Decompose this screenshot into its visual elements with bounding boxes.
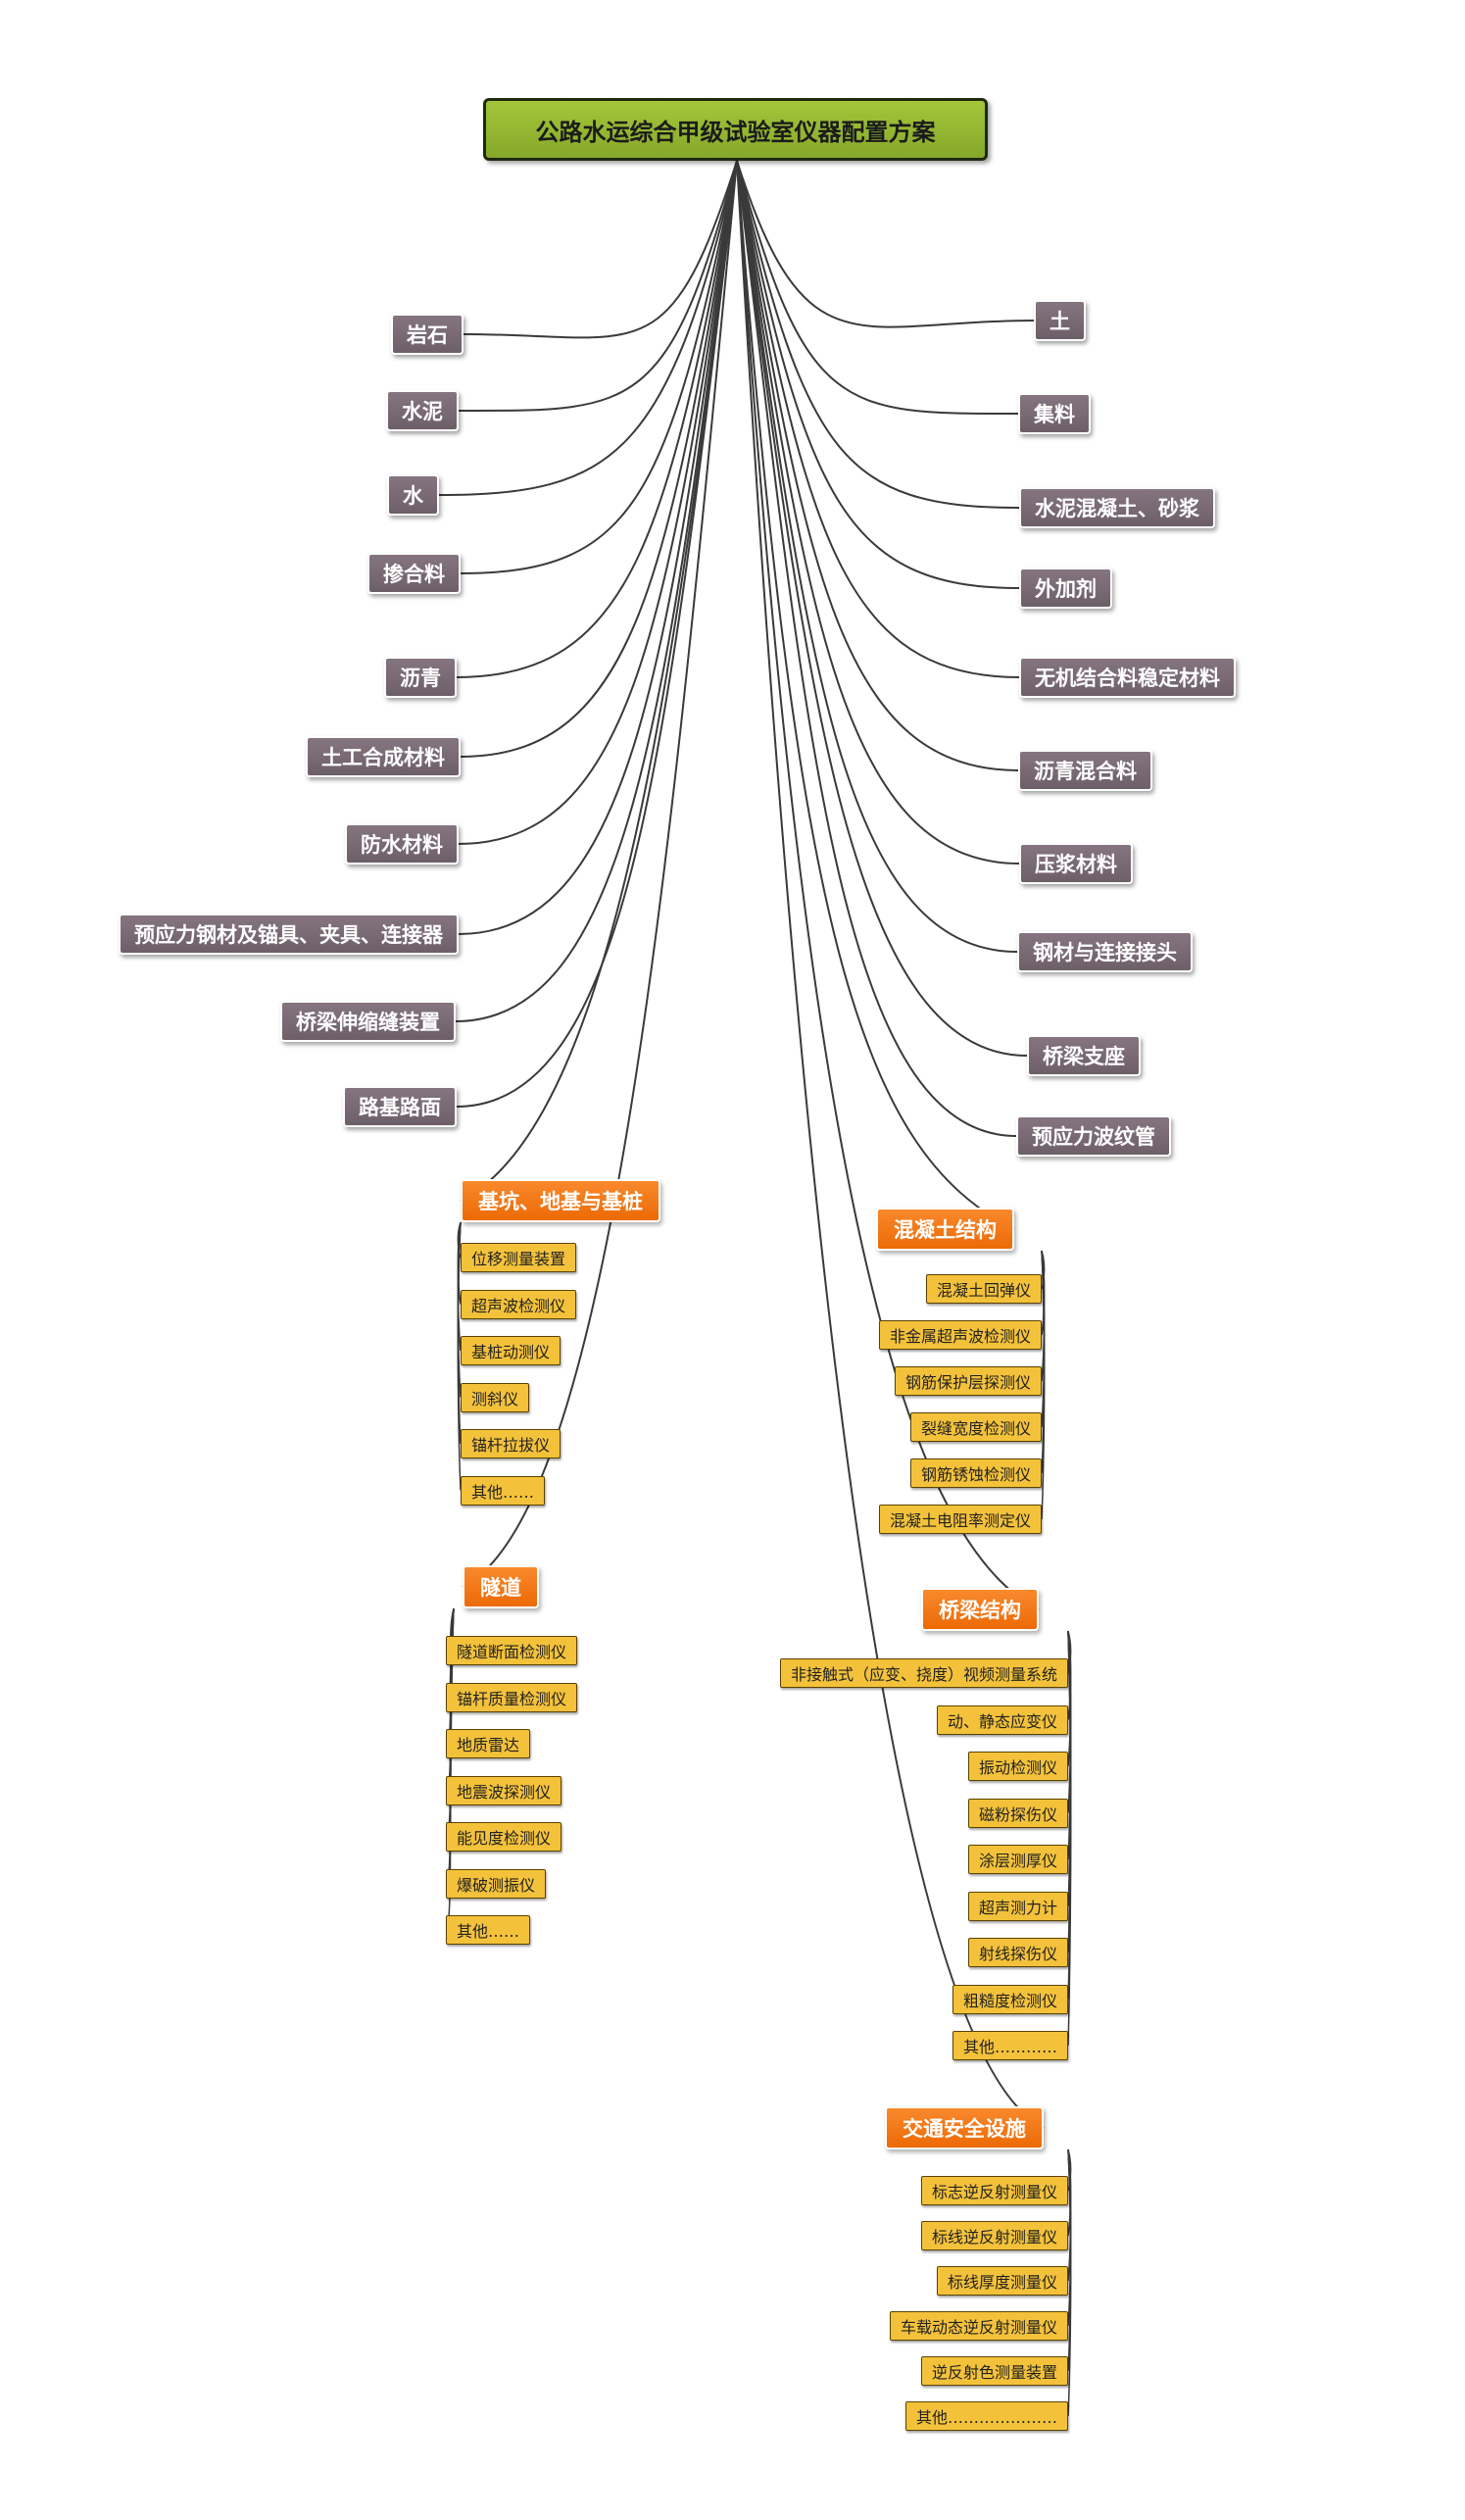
link-right-5 — [736, 160, 1020, 678]
leaf-concrete-5[interactable]: 钢筋锈蚀检测仪 — [909, 1458, 1042, 1488]
leaf-tunnel-3[interactable]: 地质雷达 — [446, 1729, 531, 1758]
leaf-bridge-9[interactable]: 其他………… — [952, 2031, 1068, 2060]
link-left-6 — [460, 160, 738, 758]
leaf-traffic-1[interactable]: 标志逆反射测量仪 — [920, 2176, 1068, 2205]
link-leaf-traffic-6 — [1067, 2149, 1072, 2417]
leaf-bridge-4[interactable]: 磁粉探伤仪 — [967, 1798, 1068, 1828]
leaf-bridge-1[interactable]: 非接触式（应变、挠度）视频测量系统 — [779, 1658, 1068, 1688]
leaf-traffic-4[interactable]: 车载动态逆反射测量仪 — [889, 2311, 1068, 2341]
leaf-concrete-4[interactable]: 裂缝宽度检测仪 — [909, 1412, 1042, 1442]
link-right-8 — [736, 160, 1018, 953]
group-traffic[interactable]: 交通安全设施 — [885, 2106, 1044, 2149]
leaf-traffic-6[interactable]: 其他………………… — [904, 2401, 1068, 2431]
link-left-1 — [463, 160, 738, 339]
topic-left-5[interactable]: 沥青 — [384, 657, 457, 698]
topic-left-4[interactable]: 掺合料 — [367, 553, 461, 594]
leaf-tunnel-1[interactable]: 隧道断面检测仪 — [446, 1636, 578, 1665]
leaf-foundation-4[interactable]: 测斜仪 — [461, 1382, 530, 1412]
leaf-bridge-6[interactable]: 超声测力计 — [967, 1891, 1068, 1921]
topic-left-8[interactable]: 预应力钢材及锚具、夹具、连接器 — [119, 914, 459, 955]
leaf-traffic-3[interactable]: 标线厚度测量仪 — [936, 2266, 1068, 2296]
topic-left-6[interactable]: 土工合成材料 — [306, 736, 461, 777]
topic-right-6[interactable]: 沥青混合料 — [1018, 750, 1152, 791]
leaf-foundation-1[interactable]: 位移测量装置 — [461, 1243, 577, 1272]
link-right-1 — [736, 160, 1035, 328]
link-left-8 — [458, 160, 738, 935]
leaf-tunnel-6[interactable]: 爆破测振仪 — [446, 1868, 547, 1899]
topic-right-1[interactable]: 土 — [1034, 300, 1086, 341]
link-right-9 — [736, 160, 1028, 1057]
leaf-foundation-5[interactable]: 锚杆拉拔仪 — [461, 1429, 562, 1458]
leaf-foundation-6[interactable]: 其他…… — [461, 1475, 546, 1506]
topic-left-9[interactable]: 桥梁伸缩缝装置 — [280, 1001, 456, 1042]
leaf-concrete-1[interactable]: 混凝土回弹仪 — [925, 1274, 1042, 1304]
leaf-concrete-6[interactable]: 混凝土电阻率测定仪 — [878, 1505, 1042, 1534]
link-left-7 — [458, 160, 738, 845]
group-foundation[interactable]: 基坑、地基与基桩 — [461, 1179, 660, 1222]
topic-right-10[interactable]: 预应力波纹管 — [1016, 1115, 1171, 1157]
link-right-2 — [736, 160, 1019, 416]
topic-right-4[interactable]: 外加剂 — [1019, 568, 1112, 609]
topic-left-10[interactable]: 路基路面 — [343, 1086, 457, 1127]
leaf-concrete-2[interactable]: 非金属超声波检测仪 — [878, 1320, 1042, 1350]
link-right-7 — [736, 160, 1020, 865]
root-topic[interactable]: 公路水运综合甲级试验室仪器配置方案 — [483, 98, 988, 161]
leaf-bridge-3[interactable]: 振动检测仪 — [967, 1752, 1068, 1781]
leaf-bridge-7[interactable]: 射线探伤仪 — [967, 1938, 1068, 1967]
link-left-9 — [455, 160, 738, 1022]
link-group-traffic — [736, 160, 1045, 2129]
group-bridge[interactable]: 桥梁结构 — [921, 1588, 1039, 1631]
link-left-2 — [458, 160, 738, 413]
topic-left-1[interactable]: 岩石 — [391, 314, 464, 355]
link-group-tunnel — [462, 160, 738, 1588]
leaf-bridge-5[interactable]: 涂层测厚仪 — [967, 1845, 1068, 1874]
topic-right-3[interactable]: 水泥混凝土、砂浆 — [1019, 487, 1215, 528]
leaf-bridge-2[interactable]: 动、静态应变仪 — [936, 1705, 1068, 1735]
topic-right-9[interactable]: 桥梁支座 — [1027, 1035, 1141, 1076]
link-group-concrete — [736, 160, 1015, 1230]
link-left-10 — [456, 160, 738, 1108]
leaf-concrete-3[interactable]: 钢筋保护层探测仪 — [894, 1366, 1042, 1396]
leaf-tunnel-7[interactable]: 其他…… — [446, 1915, 531, 1945]
link-leaf-foundation-6 — [457, 1221, 462, 1491]
link-group-bridge — [736, 160, 1040, 1610]
topic-right-8[interactable]: 钢材与连接接头 — [1017, 931, 1193, 972]
topic-left-2[interactable]: 水泥 — [386, 390, 459, 431]
topic-right-5[interactable]: 无机结合料稳定材料 — [1019, 657, 1236, 698]
link-left-4 — [460, 160, 738, 574]
leaf-tunnel-5[interactable]: 能见度检测仪 — [446, 1822, 562, 1852]
group-tunnel[interactable]: 隧道 — [463, 1565, 539, 1608]
leaf-traffic-5[interactable]: 逆反射色测量装置 — [920, 2356, 1068, 2386]
topic-right-2[interactable]: 集料 — [1018, 393, 1091, 434]
leaf-bridge-8[interactable]: 粗糙度检测仪 — [952, 1984, 1068, 2014]
link-right-3 — [736, 160, 1020, 509]
group-concrete[interactable]: 混凝土结构 — [876, 1208, 1014, 1251]
link-right-6 — [736, 160, 1019, 771]
leaf-tunnel-2[interactable]: 锚杆质量检测仪 — [446, 1682, 578, 1712]
link-left-5 — [456, 160, 738, 678]
link-right-10 — [736, 160, 1017, 1137]
link-left-3 — [438, 160, 738, 496]
topic-right-7[interactable]: 压浆材料 — [1019, 843, 1133, 884]
link-leaf-concrete-6 — [1041, 1250, 1046, 1520]
leaf-foundation-2[interactable]: 超声波检测仪 — [461, 1289, 577, 1319]
leaf-foundation-3[interactable]: 基桩动测仪 — [461, 1336, 562, 1365]
link-right-4 — [736, 160, 1020, 589]
topic-left-7[interactable]: 防水材料 — [345, 823, 459, 865]
link-group-foundation — [460, 160, 738, 1202]
leaf-tunnel-4[interactable]: 地震波探测仪 — [446, 1775, 562, 1805]
root-topic-label: 公路水运综合甲级试验室仪器配置方案 — [535, 118, 936, 146]
link-leaf-bridge-9 — [1067, 1630, 1072, 2047]
topic-left-3[interactable]: 水 — [387, 474, 439, 516]
leaf-traffic-2[interactable]: 标线逆反射测量仪 — [920, 2221, 1068, 2250]
